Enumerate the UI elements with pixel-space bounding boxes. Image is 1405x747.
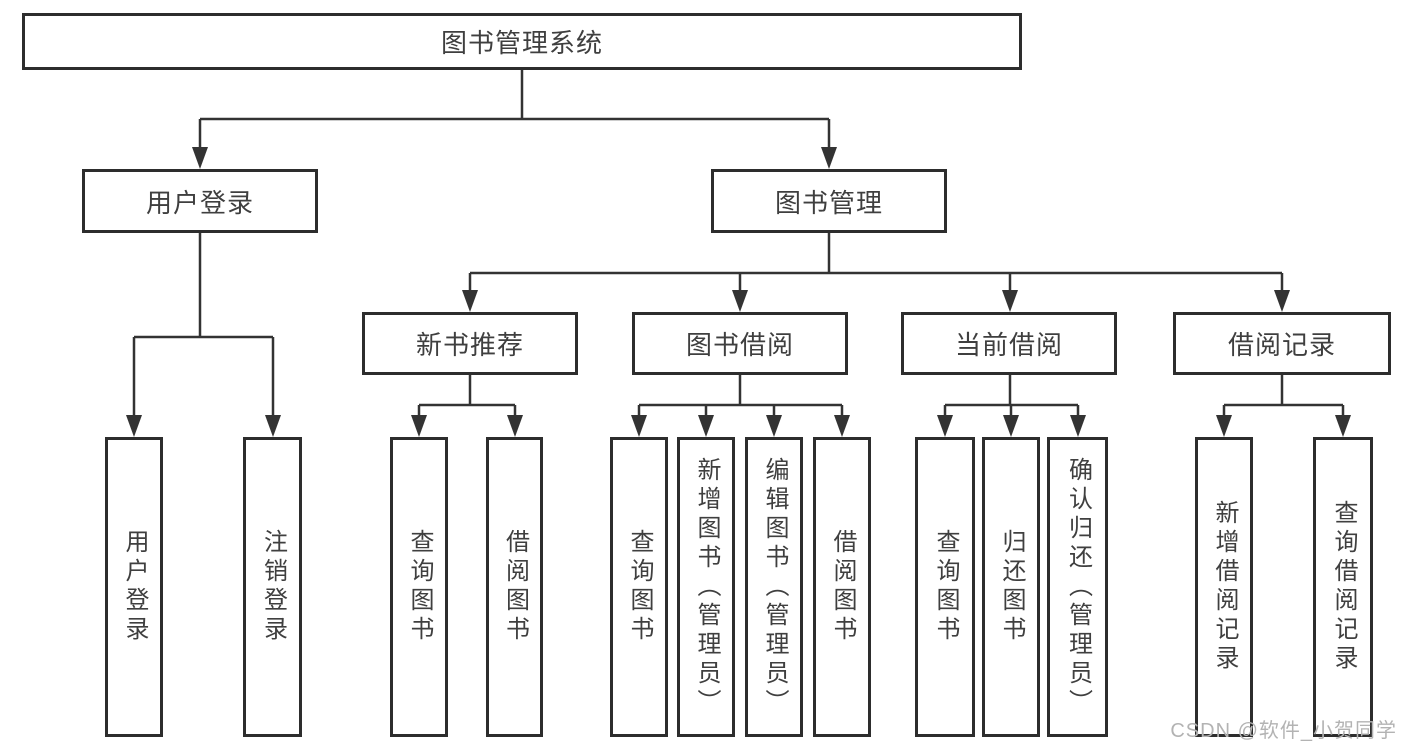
node-book-management: 图书管理	[711, 169, 947, 233]
leaf-cb-confirm-return-admin: 确认归还（管理员）	[1047, 437, 1108, 737]
leaf-bb-borrow-books: 借阅图书	[813, 437, 871, 737]
leaf-br-query-record-label: 查询借阅记录	[1330, 500, 1357, 674]
leaf-br-query-record: 查询借阅记录	[1313, 437, 1373, 737]
leaf-bb-query-books: 查询图书	[610, 437, 668, 737]
node-book-borrow-label: 图书借阅	[685, 330, 794, 360]
leaf-cb-query-books: 查询图书	[915, 437, 975, 737]
node-current-borrow-label: 当前借阅	[954, 330, 1063, 360]
tree-edges	[132, 70, 1345, 417]
node-new-book-recommend: 新书推荐	[362, 312, 578, 375]
leaf-bb-add-books-admin: 新增图书（管理员）	[677, 437, 735, 737]
leaf-user-login-label: 用户登录	[121, 529, 148, 645]
node-borrow-records: 借阅记录	[1173, 312, 1391, 375]
leaf-nbr-query-books-label: 查询图书	[406, 529, 433, 645]
node-book-borrow: 图书借阅	[632, 312, 848, 375]
leaf-br-add-record: 新增借阅记录	[1195, 437, 1253, 737]
leaf-logout: 注销登录	[243, 437, 302, 737]
arrowheads	[126, 147, 1351, 437]
node-root: 图书管理系统	[22, 13, 1022, 70]
leaf-bb-borrow-books-label: 借阅图书	[829, 529, 856, 645]
csdn-watermark: CSDN @软件_小贺同学	[1170, 720, 1397, 742]
leaf-nbr-borrow-books-label: 借阅图书	[501, 529, 529, 645]
leaf-bb-edit-books-admin-label: 编辑图书（管理员）	[761, 456, 788, 718]
node-current-borrow: 当前借阅	[901, 312, 1117, 375]
leaf-bb-add-books-admin-label: 新增图书（管理员）	[693, 456, 720, 718]
leaf-bb-edit-books-admin: 编辑图书（管理员）	[745, 437, 803, 737]
node-borrow-records-label: 借阅记录	[1227, 330, 1336, 360]
leaf-cb-confirm-return-admin-label: 确认归还（管理员）	[1064, 456, 1092, 718]
node-book-management-label: 图书管理	[774, 187, 883, 218]
leaf-logout-label: 注销登录	[259, 529, 287, 645]
leaf-cb-return-books-label: 归还图书	[998, 529, 1025, 645]
node-new-book-recommend-label: 新书推荐	[415, 330, 524, 360]
leaf-cb-return-books: 归还图书	[982, 437, 1040, 737]
node-user-login-label: 用户登录	[145, 187, 254, 218]
leaf-nbr-borrow-books: 借阅图书	[486, 437, 543, 737]
node-root-label: 图书管理系统	[440, 28, 603, 58]
leaf-bb-query-books-label: 查询图书	[626, 529, 653, 645]
leaf-br-add-record-label: 新增借阅记录	[1211, 500, 1238, 674]
leaf-user-login: 用户登录	[105, 437, 163, 737]
leaf-cb-query-books-label: 查询图书	[932, 529, 959, 645]
node-user-login: 用户登录	[82, 169, 318, 233]
leaf-nbr-query-books: 查询图书	[390, 437, 448, 737]
